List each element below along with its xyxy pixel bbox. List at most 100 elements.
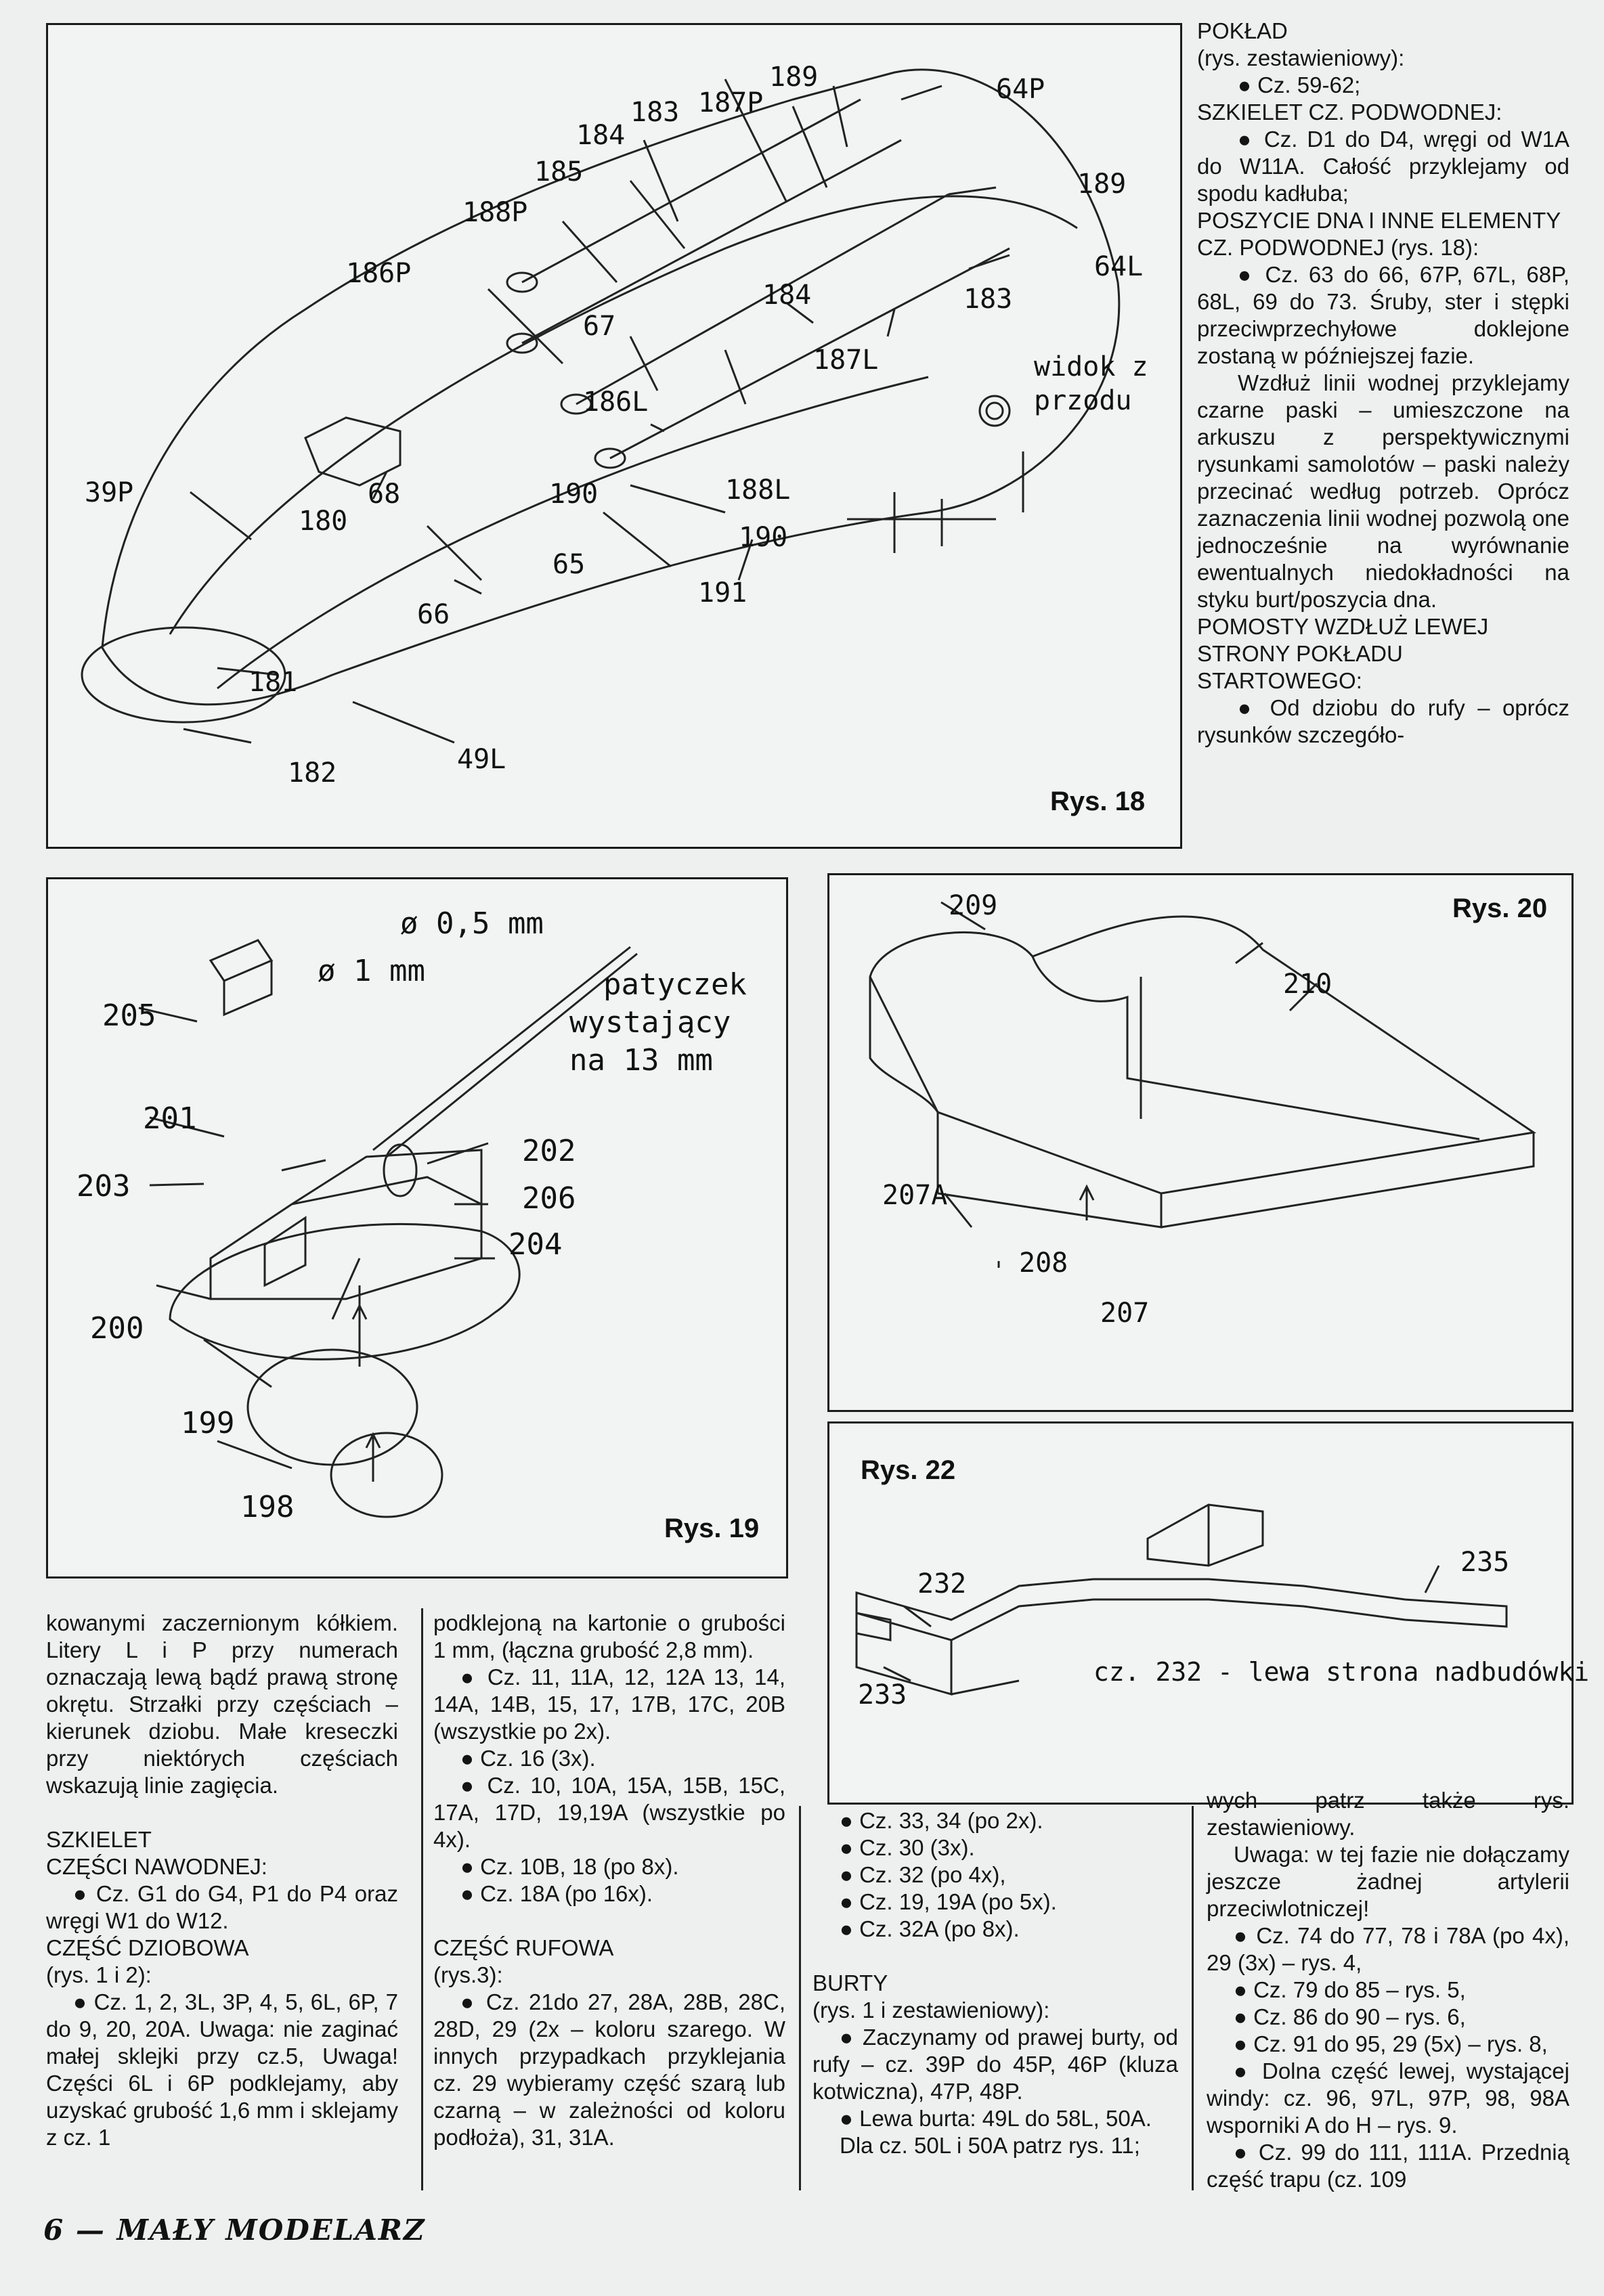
rys18-label: 187L <box>813 345 878 376</box>
rys18-label: 180 <box>299 506 347 537</box>
rys18-label: 188P <box>462 197 527 228</box>
rys18-label: 185 <box>534 156 583 187</box>
paragraph: ● Cz. D1 do D4, wręgi od W1A do W11A. Ca… <box>1197 127 1569 206</box>
column-4: wych patrz także rys. zestawieniowy. Uwa… <box>1207 1787 1569 2193</box>
paragraph: ● Cz. 74 do 77, 78 i 78A (po 4x), 29 (3x… <box>1207 1923 1569 1975</box>
rys20-caption: Rys. 20 <box>1452 893 1547 923</box>
figure-rys-19: ø 0,5 mm ø 1 mm patyczek wystający na 13… <box>46 877 788 1578</box>
paragraph: ● Cz. 10, 10A, 15A, 15B, 15C, 17A, 17D, … <box>433 1773 785 1852</box>
rys18-label: przodu <box>1034 385 1132 416</box>
figure-rys-22: 232 233 235 cz. 232 - lewa strona nadbud… <box>827 1421 1589 1805</box>
column-1: kowanymi zaczernionym kółkiem. Litery L … <box>46 1610 398 2151</box>
text: ● Cz. 30 (3x). <box>840 1835 975 1860</box>
heading: CZĘŚĆ DZIOBOWA <box>46 1935 249 1960</box>
right-top-column: POKŁAD (rys. zestawieniowy): ● Cz. 59-62… <box>1197 18 1569 749</box>
text: ● Cz. 91 do 95, 29 (5x) – rys. 8, <box>1234 2031 1548 2056</box>
rys18-label: 181 <box>248 667 297 698</box>
rys18-label: 39P <box>85 477 133 508</box>
column-2: podklejoną na kartonie o grubości 1 mm, … <box>433 1610 785 2151</box>
rys18-label: 190 <box>549 479 598 510</box>
rys19-label: na 13 mm <box>569 1043 713 1078</box>
page-footer: 6 — MAŁY MODELARZ <box>43 2213 426 2247</box>
rys20-label: 207A <box>882 1180 947 1211</box>
rys18-label: 64P <box>996 74 1045 105</box>
rys18-label: 65 <box>552 549 585 580</box>
rys-18-drawing: 183 187P 189 64P 184 185 189 188P 64L 18… <box>81 62 1148 816</box>
rys-22-drawing: 232 233 235 cz. 232 - lewa strona nadbud… <box>855 1455 1589 1710</box>
paragraph: podklejoną na kartonie o grubości 1 mm, … <box>433 1610 785 1662</box>
paragraph: ● Od dziobu do rufy – oprócz rysunków sz… <box>1197 695 1569 747</box>
text: ● Cz. 10B, 18 (po 8x). <box>460 1854 679 1879</box>
text: ● Cz. 86 do 90 – rys. 6, <box>1234 2004 1466 2029</box>
text: ● Cz. 16 (3x). <box>460 1746 596 1771</box>
rys-20-drawing: 209 210 207A 208 207 Rys. 20 <box>869 890 1547 1329</box>
rys18-label: 182 <box>288 757 337 789</box>
text: (rys. 1 i zestawieniowy): <box>812 1997 1050 2023</box>
rys19-label: 206 <box>522 1181 576 1216</box>
heading: CZĘŚCI NAWODNEJ: <box>46 1854 267 1879</box>
rys18-label: 188L <box>725 474 790 506</box>
rys18-label: 49L <box>457 744 506 775</box>
rys18-label: 67 <box>583 311 615 342</box>
text: ● Cz. 32 (po 4x), <box>840 1862 1006 1887</box>
paragraph: ● Cz. G1 do G4, P1 do P4 oraz wręgi W1 d… <box>46 1881 398 1933</box>
rys20-label: 207 <box>1100 1298 1149 1329</box>
rys19-label: patyczek <box>603 967 747 1002</box>
rys18-label: 183 <box>963 284 1012 315</box>
heading: POSZYCIE DNA I INNE ELEMENTY <box>1197 208 1561 233</box>
rys20-label: 210 <box>1283 969 1332 1000</box>
rys19-label: 202 <box>522 1134 576 1168</box>
rys19-label: 204 <box>508 1227 562 1262</box>
rys20-label: 209 <box>949 890 997 921</box>
rys18-label: 191 <box>698 577 747 609</box>
paragraph: ● Cz. 99 do 111, 111A. Przednią część tr… <box>1207 2140 1569 2192</box>
paragraph: ● Cz. 63 do 66, 67P, 67L, 68P, 68L, 69 d… <box>1197 262 1569 368</box>
text: (rys. 1 i 2): <box>46 1962 152 1987</box>
rys19-label: 199 <box>181 1406 234 1440</box>
paragraph: ● Cz. 1, 2, 3L, 3P, 4, 5, 6L, 6P, 7 do 9… <box>46 1989 398 2150</box>
rys18-label: 66 <box>417 599 450 630</box>
paragraph: ● Dolna część lewej, wystającej windy: c… <box>1207 2058 1569 2138</box>
rys18-label: 189 <box>1077 169 1126 200</box>
rys18-label: 183 <box>630 97 679 128</box>
column-divider <box>799 1806 801 2190</box>
rys19-label: 201 <box>143 1101 196 1136</box>
rys18-label: 184 <box>576 120 625 151</box>
rys18-label: 68 <box>368 479 400 510</box>
rys18-label: 184 <box>762 280 811 311</box>
text: ● Cz. 32A (po 8x). <box>840 1916 1020 1941</box>
rys22-label: 232 <box>917 1568 966 1599</box>
rys19-caption: Rys. 19 <box>664 1514 759 1543</box>
rys18-caption: Rys. 18 <box>1050 787 1145 816</box>
paragraph: wych patrz także rys. zestawieniowy. <box>1207 1788 1569 1840</box>
rys18-label: 64L <box>1094 251 1143 282</box>
column-divider <box>1192 1806 1194 2190</box>
heading: BURTY <box>812 1970 888 1995</box>
rys19-label: ø 1 mm <box>318 954 425 988</box>
rys18-label: 190 <box>739 522 787 553</box>
heading: POMOSTY WZDŁUŻ LEWEJ STRONY POKŁADU STAR… <box>1197 614 1489 693</box>
rys18-label: 189 <box>769 62 818 93</box>
heading: CZĘŚĆ RUFOWA <box>433 1935 614 1960</box>
heading: CZ. PODWODNEJ (rys. 18): <box>1197 235 1479 260</box>
paragraph: ● Zaczynamy od prawej burty, od rufy – c… <box>812 2025 1178 2104</box>
rys-19-drawing: ø 0,5 mm ø 1 mm patyczek wystający na 13… <box>77 906 759 1543</box>
rys18-label: 186P <box>346 258 411 289</box>
figure-rys-20: 209 210 207A 208 207 Rys. 20 <box>827 873 1574 1412</box>
rys22-caption: Rys. 22 <box>861 1455 955 1485</box>
figure-rys-18: 183 187P 189 64P 184 185 189 188P 64L 18… <box>46 23 1182 849</box>
paragraph: Dla cz. 50L i 50A patrz rys. 11; <box>840 2133 1140 2158</box>
rys22-label: 233 <box>858 1679 907 1710</box>
text: ● Cz. 59-62; <box>1238 72 1361 97</box>
paragraph: Uwaga: w tej fazie nie dołączamy jeszcze… <box>1207 1842 1569 1921</box>
rys19-label: 203 <box>77 1169 130 1204</box>
rys19-label: ø 0,5 mm <box>400 906 544 941</box>
rys19-label: 205 <box>102 998 156 1033</box>
heading: SZKIELET CZ. PODWODNEJ: <box>1197 100 1502 125</box>
rys19-label: 198 <box>240 1490 294 1524</box>
paragraph: ● Cz. 11, 11A, 12, 12A 13, 14, 14A, 14B,… <box>433 1664 785 1744</box>
text: (rys.3): <box>433 1962 503 1987</box>
text: ● Cz. 18A (po 16x). <box>460 1881 653 1906</box>
column-divider <box>421 1608 423 2190</box>
rys22-label: cz. 232 - lewa strona nadbudówki <box>1093 1657 1589 1687</box>
